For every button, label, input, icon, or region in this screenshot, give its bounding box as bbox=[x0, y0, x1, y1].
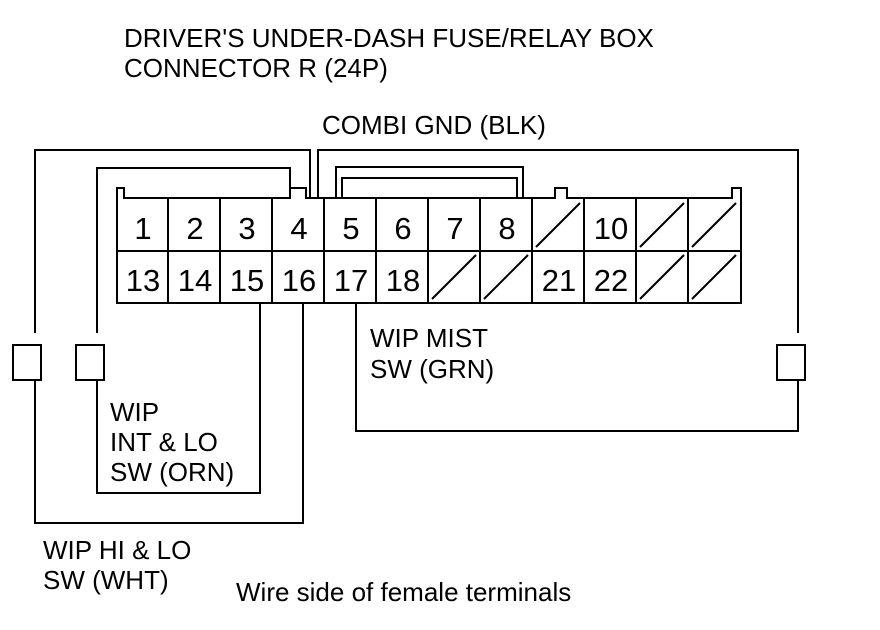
wire-wip-hi-lo bbox=[34, 303, 304, 524]
caption: Wire side of female terminals bbox=[236, 577, 572, 607]
pin-18-label: 18 bbox=[386, 263, 420, 298]
wire-wip-int-lo bbox=[96, 303, 261, 494]
connector-lock-tab bbox=[335, 166, 524, 198]
wire-label-wip-hi-lo-1: WIP HI & LO bbox=[43, 535, 192, 565]
pin-21-label: 21 bbox=[542, 263, 576, 298]
pin-15-label: 15 bbox=[230, 263, 264, 298]
pin-3-label: 3 bbox=[238, 211, 255, 246]
wire-label-wip-int-lo-2: INT & LO bbox=[110, 427, 218, 457]
empty-cavity-slash bbox=[483, 254, 529, 300]
pin-8-label: 8 bbox=[498, 211, 515, 246]
empty-cavity-slash bbox=[691, 202, 737, 248]
empty-cavity-slash bbox=[639, 254, 685, 300]
empty-cavity-slash bbox=[691, 254, 737, 300]
wire-wip-mist bbox=[355, 303, 799, 432]
pin-10-label: 10 bbox=[594, 211, 628, 246]
pin-7-label: 7 bbox=[446, 211, 463, 246]
wire-terminal-right bbox=[776, 344, 806, 381]
wire-label-combi-gnd: COMBI GND (BLK) bbox=[322, 110, 546, 140]
connector-lock-tab-inner bbox=[341, 177, 518, 198]
pin-17-label: 17 bbox=[334, 263, 368, 298]
pin-4-label: 4 bbox=[290, 211, 307, 246]
wire-combi-gnd-right bbox=[317, 149, 799, 333]
pin-5-label: 5 bbox=[342, 211, 359, 246]
wire-label-wip-hi-lo-2: SW (WHT) bbox=[43, 565, 169, 595]
wire-inner-left bbox=[96, 167, 291, 333]
empty-cavity-slash bbox=[535, 202, 581, 248]
title-line-2: CONNECTOR R (24P) bbox=[124, 53, 388, 83]
pin-2-label: 2 bbox=[186, 211, 203, 246]
pin-14-label: 14 bbox=[178, 263, 212, 298]
wire-terminal-left bbox=[75, 344, 105, 381]
empty-cavity-slash bbox=[639, 202, 685, 248]
pin-6-label: 6 bbox=[394, 211, 411, 246]
wire-terminal-far-left bbox=[12, 344, 42, 381]
wire-label-wip-mist-2: SW (GRN) bbox=[370, 354, 495, 384]
empty-cavity-slash bbox=[431, 254, 477, 300]
wire-combi-gnd-left bbox=[34, 149, 311, 333]
connector-housing bbox=[116, 187, 742, 304]
wire-label-wip-int-lo-1: WIP bbox=[110, 397, 160, 427]
pin-22-label: 22 bbox=[594, 263, 628, 298]
pin-13-label: 13 bbox=[126, 263, 160, 298]
title-line-1: DRIVER'S UNDER-DASH FUSE/RELAY BOX bbox=[124, 23, 654, 53]
pin-16-label: 16 bbox=[282, 263, 316, 298]
wire-label-wip-mist-1: WIP MIST bbox=[370, 323, 488, 353]
wire-label-wip-int-lo-3: SW (ORN) bbox=[110, 457, 235, 487]
pin-1-label: 1 bbox=[134, 211, 151, 246]
